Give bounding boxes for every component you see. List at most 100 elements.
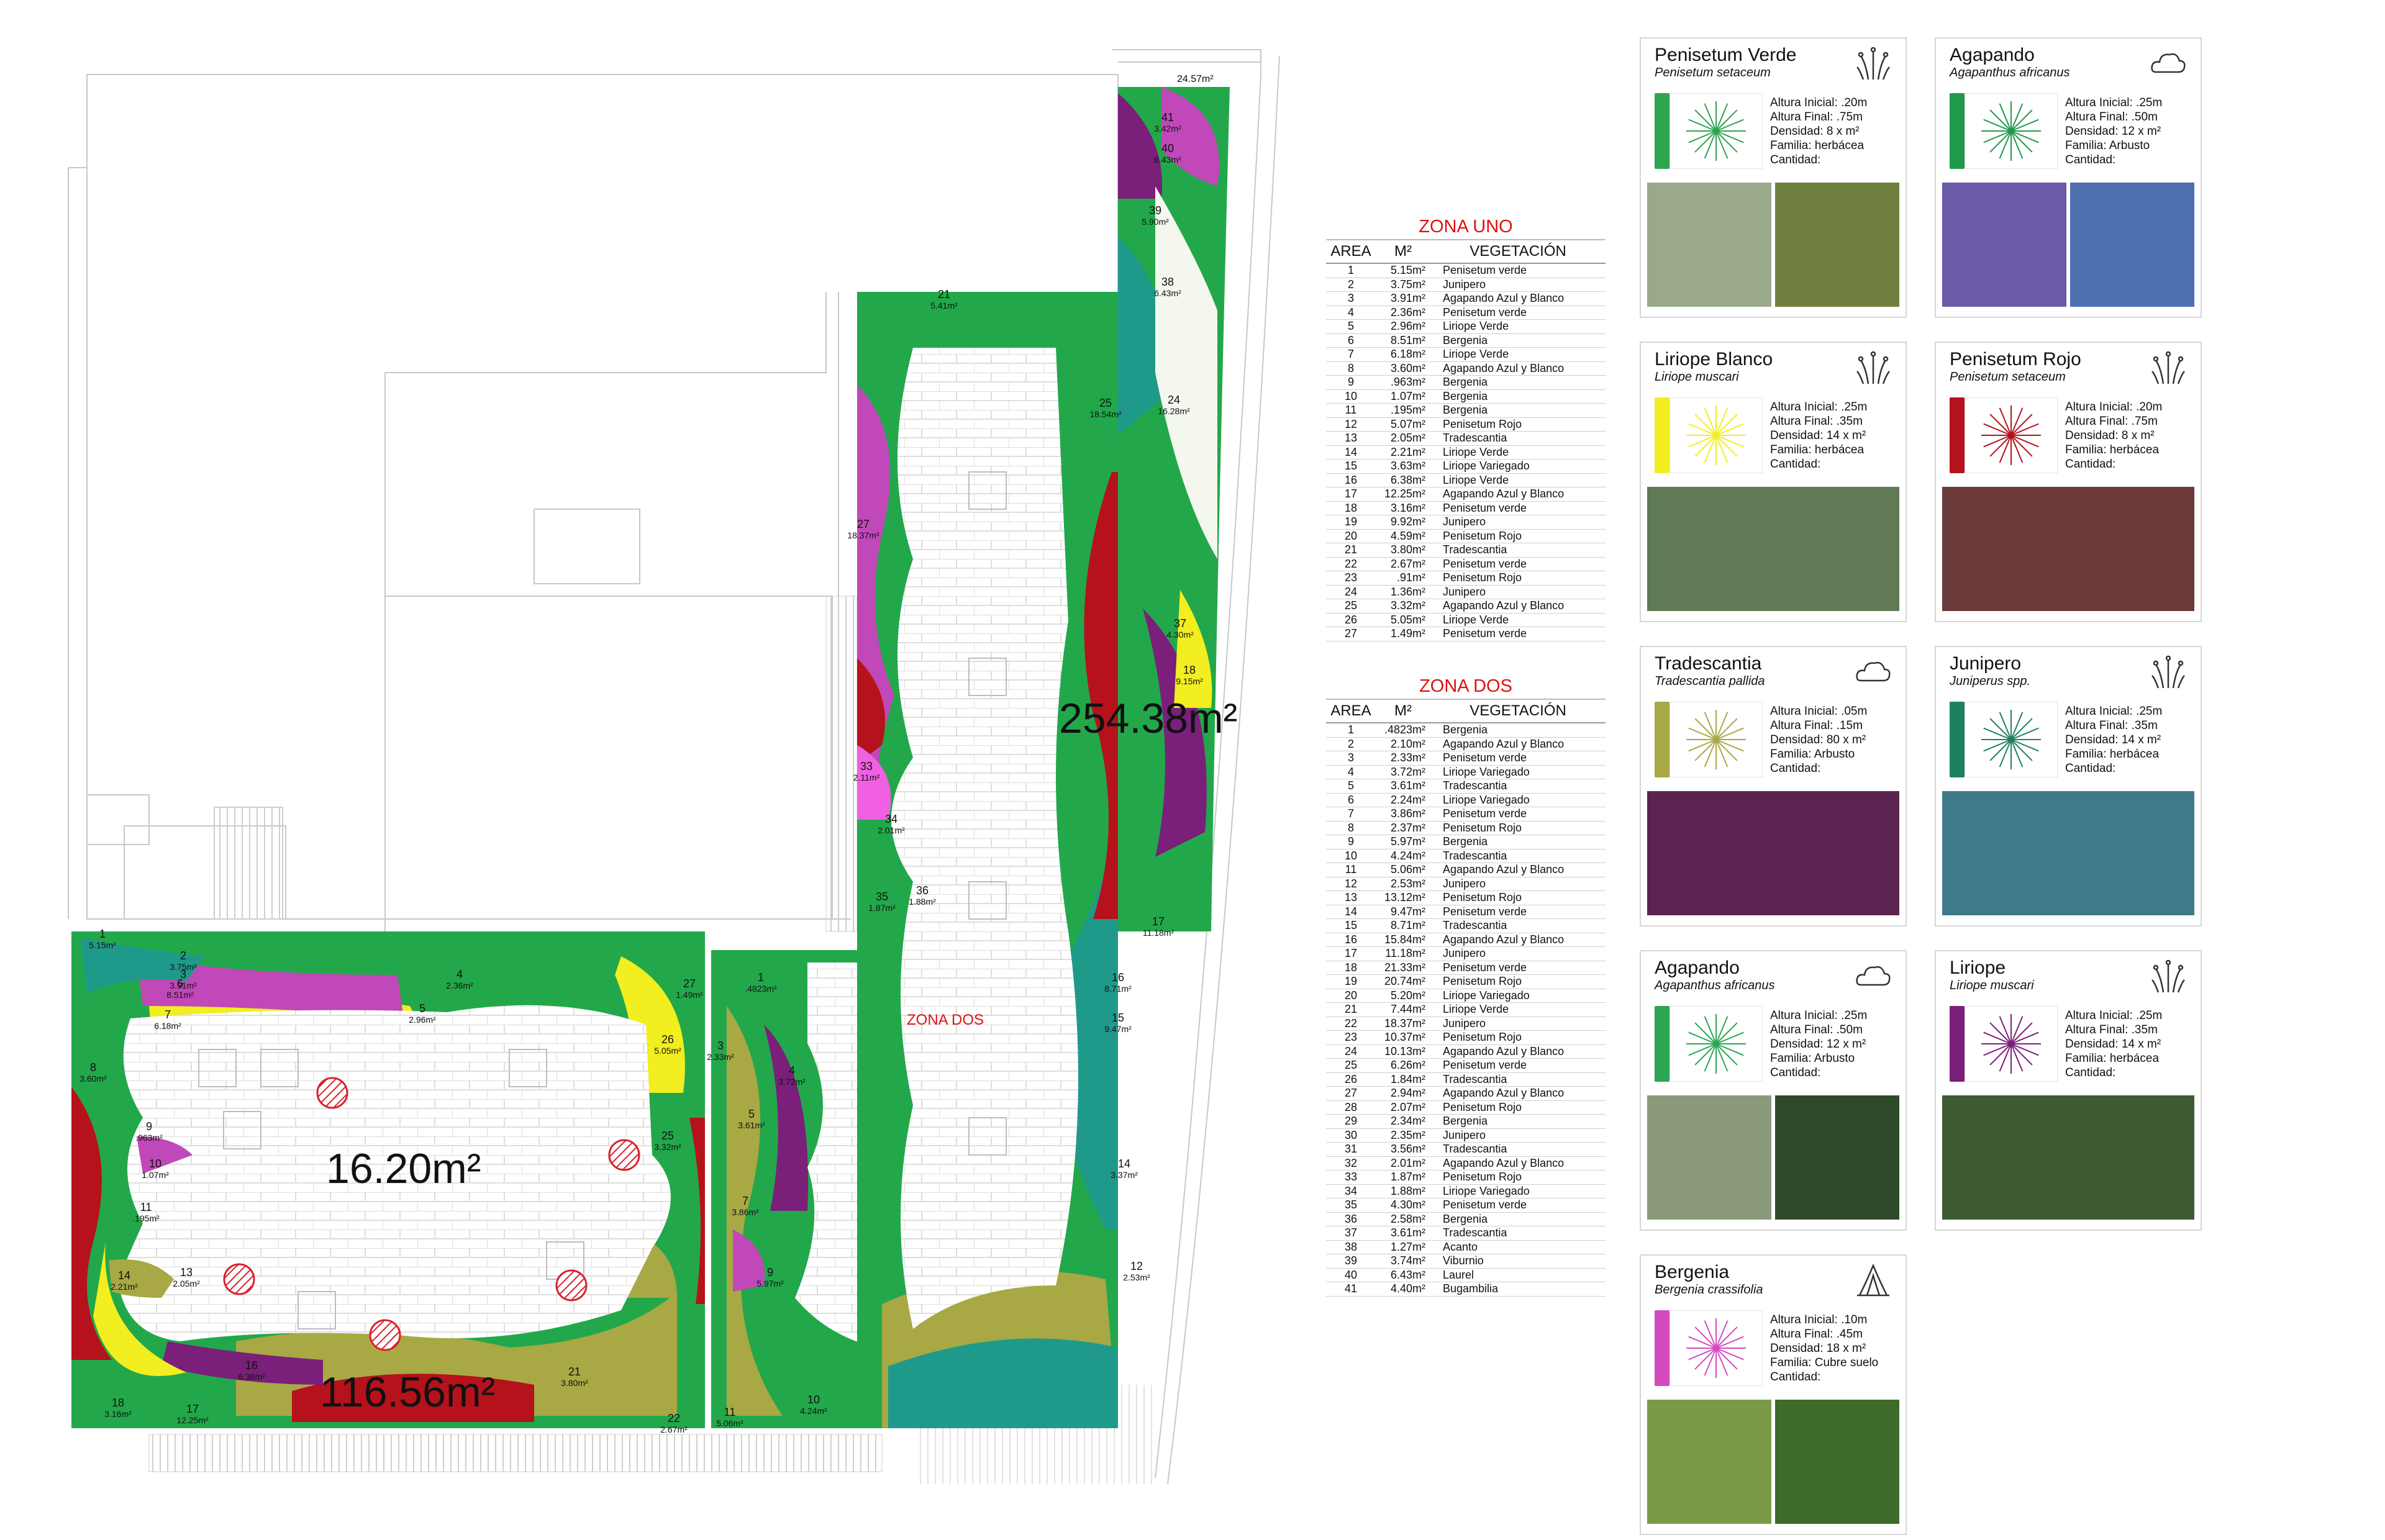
plan-area-number: 40 (1161, 142, 1174, 155)
altura-inicial: Altura Inicial: .25m (1770, 401, 1868, 414)
area-cell: 7 (1347, 807, 1354, 820)
plan-area-size: 2.53m² (1123, 1272, 1150, 1282)
area-cell: 38 (1344, 1240, 1358, 1253)
cantidad: Cantidad: (2065, 153, 2116, 166)
bed-teal (81, 938, 205, 994)
plan-area-number: 16 (1112, 971, 1124, 984)
altura-inicial: Altura Inicial: .05m (1770, 705, 1868, 718)
m2-cell: .4823m² (1384, 723, 1425, 736)
plan-area-size: 2.05m² (173, 1279, 200, 1289)
m2-cell: 13.12m² (1384, 891, 1425, 904)
altura-inicial: Altura Inicial: .20m (1770, 96, 1868, 109)
area-cell: 24 (1344, 1044, 1358, 1058)
area-cell: 6 (1347, 793, 1354, 806)
vegetacion-cell: Tradescantia (1443, 543, 1507, 556)
area-cell: 19 (1344, 975, 1358, 987)
vegetacion-cell: Penisetum verde (1443, 557, 1527, 570)
vegetacion-cell: Penisetum Rojo (1443, 571, 1522, 584)
plant-photo (1647, 791, 1899, 915)
plant-name: Penisetum Verde (1655, 45, 1797, 65)
densidad: Densidad: 14 x m² (2065, 1038, 2161, 1051)
vegetacion-cell: Bergenia (1443, 1212, 1488, 1225)
plant-color-swatch (1950, 93, 1965, 169)
area-cell: 31 (1344, 1143, 1358, 1155)
familia: Familia: Arbusto (1770, 748, 1855, 761)
vegetacion-cell: Junipero (1443, 947, 1486, 959)
area-cell: 20 (1344, 529, 1358, 542)
altura-final: Altura Final: .15m (1770, 719, 1863, 732)
bed-yellow-right (615, 956, 685, 1093)
plan-area-number: 6 (177, 977, 183, 990)
m2-cell: 1.84m² (1390, 1072, 1425, 1085)
plan-area-number: 18 (112, 1397, 124, 1409)
zone-dos-plan-label: ZONA DOS (907, 1012, 984, 1028)
vegetacion-cell: Tradescantia (1443, 779, 1507, 792)
plan-area-size: .195m² (132, 1213, 160, 1223)
vegetacion-cell: Penisetum Rojo (1443, 529, 1522, 542)
landscape-site-plan: 16.20m² 116.56m² 254.38m² ZONA DOS 24.57… (68, 49, 1280, 1485)
vegetacion-cell: Tradescantia (1443, 1226, 1507, 1239)
vegetacion-cell: Junipero (1443, 1017, 1486, 1030)
m2-cell: 3.91m² (1390, 292, 1425, 304)
m2-cell: 11.18m² (1385, 947, 1425, 959)
plant-name: Penisetum Rojo (1950, 349, 2081, 369)
plan-area-number: 1 (99, 928, 106, 940)
m2-cell: 8.51m² (1390, 333, 1425, 346)
altura-final: Altura Final: .50m (1770, 1023, 1863, 1036)
plan-area-size: 3.75m² (170, 962, 197, 972)
area-cell: 14 (1344, 905, 1358, 918)
vegetacion-cell: Tradescantia (1443, 1143, 1507, 1155)
m2-cell: 2.36m² (1390, 306, 1425, 319)
area-cell: 17 (1344, 487, 1358, 500)
zona-uno-header: AREA M² VEGETACIÓN (1326, 240, 1606, 264)
plan-area-number: 14 (118, 1269, 130, 1282)
area-cell: 25 (1344, 599, 1358, 612)
strip-white (1155, 186, 1217, 559)
plan-area-number: 21 (568, 1366, 581, 1378)
m2-cell: 5.07m² (1390, 417, 1425, 430)
area-cell: 35 (1344, 1198, 1358, 1211)
plan-area-number: 36 (916, 884, 929, 897)
area-cell: 28 (1344, 1100, 1358, 1113)
plant-photo (1775, 1400, 1899, 1524)
area-cell: 6 (1347, 333, 1354, 346)
m2-cell: 3.74m² (1390, 1254, 1425, 1267)
bed-magenta-middle (733, 1230, 765, 1292)
vegetacion-cell: Agapando Azul y Blanco (1443, 933, 1565, 946)
area-cell: 27 (1344, 1087, 1358, 1099)
plan-area-size: 11.18m² (1143, 928, 1174, 938)
m2-cell: 8.71m² (1390, 919, 1425, 931)
plan-area-size: 18.54m² (1089, 409, 1122, 419)
plan-area-number: 27 (683, 977, 696, 990)
altura-inicial: Altura Inicial: .25m (2065, 1009, 2163, 1022)
plan-area-number: 17 (186, 1403, 199, 1415)
vegetacion-cell: Agapando Azul y Blanco (1443, 292, 1565, 304)
plan-area-number: 27 (857, 518, 870, 530)
m2-cell: 4.30m² (1390, 1198, 1425, 1211)
plant-symbol-icon (1670, 397, 1763, 473)
plan-area-number: 10 (149, 1157, 161, 1170)
familia: Familia: Arbusto (2065, 139, 2150, 152)
plan-area-number: 18 (1183, 664, 1196, 676)
area-cell: 1 (1347, 264, 1354, 276)
m2-cell: 3.75m² (1390, 278, 1425, 291)
plant-color-swatch (1950, 1006, 1965, 1082)
m2-cell: 4.40m² (1390, 1282, 1425, 1295)
